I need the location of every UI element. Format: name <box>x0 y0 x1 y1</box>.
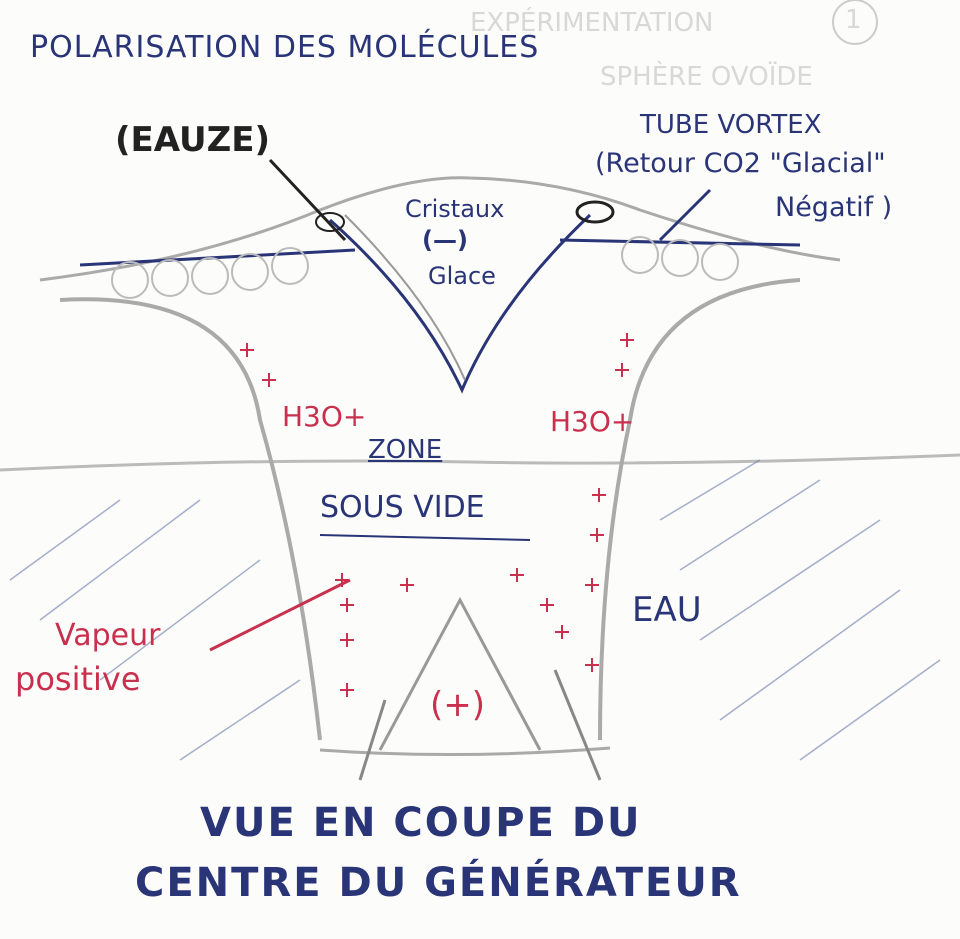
h3o-right-label: H3O+ <box>550 405 635 438</box>
right-flow-arrow <box>559 238 801 247</box>
diagram-title: POLARISATION DES MOLÉCULES <box>30 30 540 65</box>
sous-vide-label: SOUS VIDE <box>320 490 485 525</box>
eauze-pointer-arrow <box>268 158 347 242</box>
water-surface-line <box>0 453 960 472</box>
negatif-label: Négatif ) <box>775 192 893 223</box>
coil-right <box>621 236 739 281</box>
caption-line-2: CENTRE DU GÉNÉRATEUR <box>135 860 742 906</box>
up-arrow-left <box>358 699 387 781</box>
sous-vide-underline <box>319 534 531 541</box>
retour-label: (Retour CO2 "Glacial" <box>595 148 886 179</box>
up-arrow-right <box>553 669 602 781</box>
funnel-right-wall <box>598 278 801 741</box>
eauze-label: (EAUZE) <box>115 120 271 160</box>
funnel-left-wall <box>59 297 322 741</box>
positive-label: positive <box>15 660 141 698</box>
tube-vortex-label: TUBE VORTEX <box>640 110 822 140</box>
right-nozzle <box>575 200 615 224</box>
page-number: 1 <box>845 5 862 35</box>
faded-note: EXPÉRIMENTATION <box>470 8 714 38</box>
water-hatching <box>9 459 941 761</box>
vapeur-label: Vapeur <box>55 618 161 653</box>
negative-sign: (—) <box>422 226 468 254</box>
left-nozzle <box>315 212 345 232</box>
funnel-bottom <box>319 746 611 757</box>
vortex-v-shape <box>329 213 592 394</box>
h3o-left-label: H3O+ <box>282 400 367 433</box>
page-number-circle <box>832 0 878 45</box>
glace-label: Glace <box>428 262 496 290</box>
left-flow-arrow <box>79 248 356 267</box>
eau-label: EAU <box>632 590 702 630</box>
caption-line-1: VUE EN COUPE DU <box>200 800 642 846</box>
positive-core-label: (+) <box>430 685 486 725</box>
coil-left <box>111 247 309 299</box>
positive-charges <box>240 333 634 697</box>
cristaux-label: Cristaux <box>405 195 505 223</box>
zone-label: ZONE <box>368 435 443 465</box>
central-cone <box>378 596 542 751</box>
funnel-top <box>39 176 841 282</box>
vortex-pointer-arrow <box>658 188 712 242</box>
faded-note: SPHÈRE OVOÏDE <box>600 62 813 92</box>
vapeur-pointer-arrow <box>209 578 351 652</box>
